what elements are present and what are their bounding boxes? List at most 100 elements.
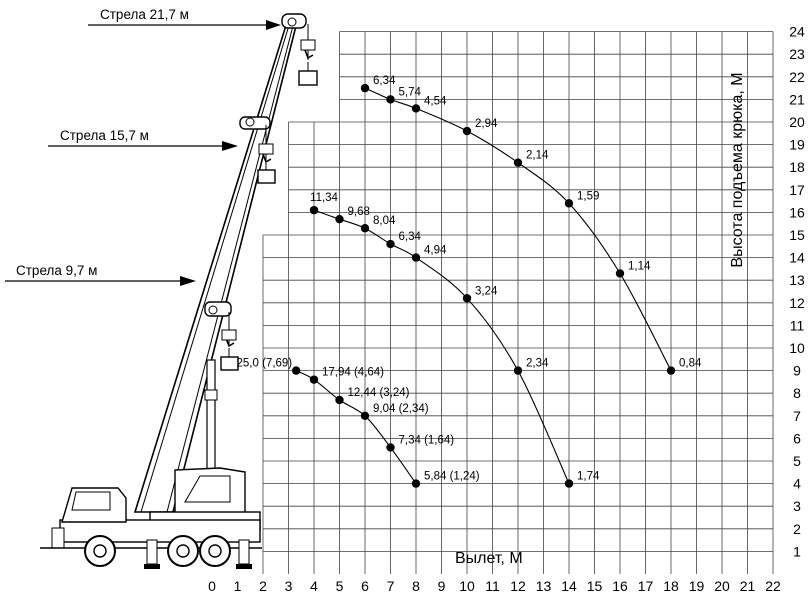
data-label: 25,0 (7,69) [237, 358, 293, 370]
x-tick-label: 11 [485, 578, 500, 594]
y-axis-title: Высота подъема крюка, М [729, 72, 746, 267]
x-tick-label: 6 [361, 578, 369, 594]
data-point [411, 479, 421, 488]
x-tick-label: 8 [412, 578, 420, 594]
x-tick-label: 1 [234, 578, 242, 594]
data-label: 11,34 [310, 192, 339, 204]
x-tick-label: 21 [740, 578, 756, 594]
data-label: 8,04 [373, 215, 396, 227]
data-point [309, 375, 319, 384]
y-tick-label: 5 [793, 453, 801, 469]
boom-callouts: Стрела 21,7 м Стрела 15,7 м Стрела 9,7 м [5, 7, 281, 286]
data-point [513, 158, 523, 167]
data-label: 12,44 (3,24) [348, 387, 410, 399]
data-point [564, 479, 574, 488]
y-tick-label: 8 [793, 385, 801, 401]
data-label: 5,84 (1,24) [424, 471, 480, 483]
data-label: 9,68 [348, 206, 370, 218]
y-tick-label: 16 [789, 204, 805, 220]
data-label: 7,34 (1,64) [399, 434, 455, 446]
x-tick-label: 2 [259, 578, 267, 594]
grid [262, 31, 774, 574]
y-tick-label: 11 [790, 317, 805, 333]
data-point [411, 253, 421, 262]
x-tick-label: 14 [561, 578, 577, 594]
y-tick-label: 23 [789, 46, 805, 62]
y-tick-label: 15 [789, 227, 805, 243]
x-tick-label: 22 [765, 578, 781, 594]
y-tick-label: 22 [789, 69, 805, 85]
data-label: 4,94 [424, 245, 447, 257]
y-tick-label: 9 [793, 363, 801, 379]
data-point [666, 366, 676, 375]
crane-drawing [40, 13, 318, 569]
x-tick-label: 5 [336, 578, 344, 594]
data-point [462, 126, 472, 136]
y-tick-label: 13 [789, 272, 805, 288]
data-label: 3,24 [475, 285, 498, 297]
x-tick-label: 20 [714, 578, 730, 594]
data-point [291, 366, 301, 375]
y-tick-label: 19 [789, 137, 805, 153]
x-tick-label: 3 [285, 578, 293, 594]
data-label: 5,74 [399, 86, 422, 98]
data-point [360, 411, 370, 420]
x-tick-label: 16 [612, 578, 628, 594]
data-point [386, 239, 395, 249]
x-tick-label: 19 [689, 578, 705, 594]
data-label: 1,74 [577, 471, 600, 483]
data-label: 1,59 [577, 190, 599, 202]
x-tick-label: 18 [663, 578, 679, 594]
y-tick-label: 20 [789, 114, 805, 130]
boom-label-15-7: Стрела 15,7 м [60, 128, 149, 143]
data-point [462, 294, 472, 303]
boom-label-21-7: Стрела 21,7 м [100, 7, 189, 22]
boom-label-9-7: Стрела 9,7 м [16, 263, 97, 278]
data-point [564, 199, 574, 208]
y-tick-label: 14 [789, 250, 805, 266]
data-point [513, 366, 523, 375]
x-tick-label: 9 [438, 578, 446, 594]
data-point [411, 104, 421, 113]
data-point [360, 83, 370, 93]
x-tick-label: 13 [536, 578, 552, 594]
data-point [386, 95, 395, 104]
data-label: 2,14 [526, 150, 549, 162]
y-tick-label: 7 [793, 408, 801, 424]
y-tick-label: 12 [789, 295, 805, 311]
data-label: 0,84 [679, 358, 702, 370]
y-tick-label: 2 [793, 521, 801, 537]
data-labels: 6,345,744,542,942,141,591,140,8411,349,6… [237, 75, 702, 483]
x-tick-label: 7 [387, 578, 395, 594]
y-tick-label: 6 [793, 430, 801, 446]
data-point [386, 443, 395, 452]
y-tick-label: 21 [789, 91, 805, 107]
x-tick-label: 4 [310, 578, 318, 594]
data-label: 2,94 [475, 118, 498, 130]
data-point [360, 224, 370, 233]
data-point [309, 205, 319, 215]
x-tick-label: 15 [587, 578, 603, 594]
y-tick-label: 4 [793, 476, 801, 492]
y-tick-label: 10 [789, 340, 805, 356]
data-label: 6,34 [373, 75, 396, 87]
data-label: 2,34 [526, 358, 549, 370]
y-tick-label: 24 [789, 24, 805, 40]
data-label: 4,54 [424, 95, 447, 107]
x-axis-title: Вылет, М [455, 550, 523, 567]
y-tick-label: 3 [793, 498, 801, 514]
x-tick-label: 12 [510, 578, 526, 594]
x-tick-label: 17 [638, 578, 654, 594]
data-label: 17,94 (4,64) [322, 367, 384, 379]
x-tick-label: 0 [208, 578, 216, 594]
data-label: 9,04 (2,34) [373, 403, 429, 415]
data-label: 6,34 [399, 231, 422, 243]
data-point [615, 269, 625, 278]
y-tick-label: 1 [793, 543, 801, 559]
data-label: 1,14 [628, 260, 651, 272]
y-tick-label: 18 [789, 159, 805, 175]
data-points [291, 83, 676, 488]
